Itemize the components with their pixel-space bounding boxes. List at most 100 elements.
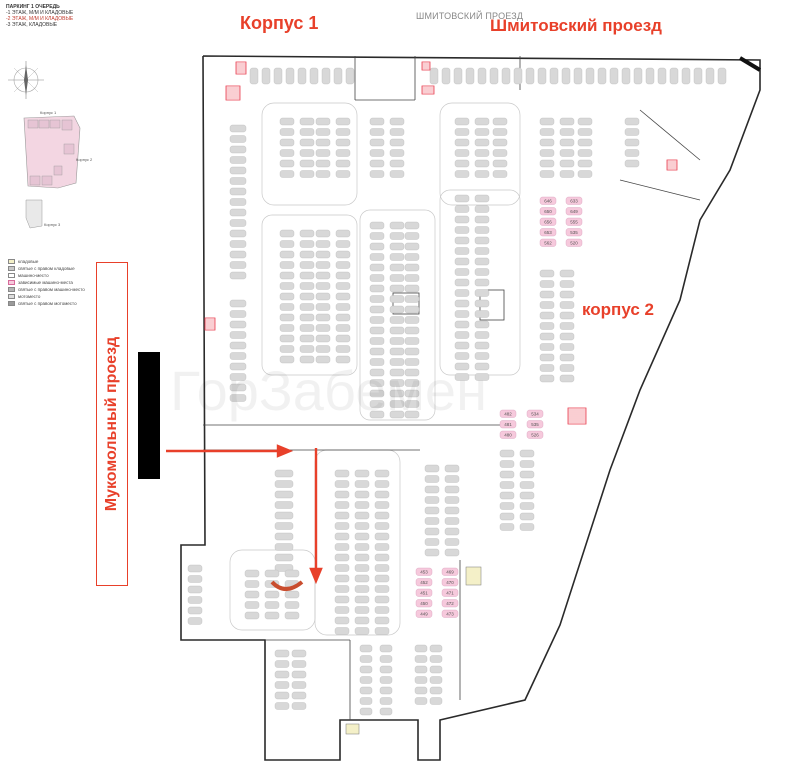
parking-spot: [404, 410, 420, 419]
dependent-parking-spot: [539, 196, 557, 205]
parking-spot: [441, 67, 451, 85]
mukomolny-street-box: [96, 262, 128, 586]
parking-spot: [354, 595, 370, 604]
legend-label: святые с правом кладовые: [18, 266, 75, 271]
parking-spot: [244, 569, 260, 578]
parking-spot: [453, 67, 463, 85]
parking-spot: [389, 253, 405, 261]
parking-spot: [624, 149, 640, 157]
parking-spot: [335, 229, 351, 238]
parking-spot: [444, 538, 460, 546]
dependent-parking-spot: [499, 420, 517, 429]
parking-spot: [359, 707, 373, 716]
parking-spot: [454, 352, 470, 360]
spot-number: 473: [446, 612, 454, 617]
parking-spot: [577, 170, 593, 178]
parking-spot: [279, 117, 295, 126]
parking-spot: [519, 502, 535, 510]
spot-number: 520: [570, 241, 578, 246]
parking-spot: [187, 606, 203, 615]
parking-spot: [577, 138, 593, 147]
parking-spot: [274, 649, 290, 658]
parking-spot: [404, 347, 420, 356]
parking-spot: [321, 67, 331, 85]
parking-spot: [274, 511, 294, 520]
parking-spot: [474, 149, 490, 157]
parking-spot: [187, 617, 203, 625]
parking-spot: [299, 303, 315, 311]
parking-spot: [404, 337, 420, 345]
outer-wall: [180, 55, 761, 761]
legend-label: святые с правом мотоместо: [18, 301, 77, 306]
spot-number: 449: [420, 612, 428, 617]
dependent-parking-spot: [539, 238, 557, 247]
parking-spot: [187, 596, 203, 604]
parking-spot: [299, 159, 315, 168]
parking-spot: [264, 611, 280, 620]
parking-spot: [374, 511, 390, 520]
parking-spot: [299, 313, 315, 322]
dependent-parking-spot: [441, 567, 459, 576]
parking-spot: [477, 67, 487, 85]
parking-spot: [279, 355, 295, 364]
parking-spot: [335, 117, 351, 126]
parking-spot: [374, 490, 390, 499]
parking-spot: [539, 159, 555, 168]
parking-spot: [334, 574, 350, 583]
parking-spot: [539, 290, 555, 299]
parking-spot: [274, 681, 290, 689]
parking-spot: [474, 194, 490, 203]
parking-spot: [474, 159, 490, 168]
parking-spot: [315, 345, 331, 353]
legend-item: кладовые: [8, 258, 108, 265]
parking-spot: [559, 159, 575, 168]
parking-spot: [444, 527, 460, 536]
parking-spot: [299, 261, 315, 269]
parking-spot: [454, 310, 470, 318]
parking-spot: [354, 564, 370, 572]
parking-spot: [315, 271, 331, 280]
parking-spot: [379, 707, 393, 716]
korpus2-title: корпус 2: [582, 300, 654, 319]
parking-spot: [315, 159, 331, 168]
parking-spot: [499, 491, 515, 500]
parking-spot: [334, 511, 350, 520]
parking-spot: [404, 316, 420, 324]
parking-spot: [369, 274, 385, 282]
parking-spot: [474, 373, 490, 381]
parking-spot: [525, 67, 535, 85]
parking-spot: [279, 303, 295, 311]
parking-spot: [369, 326, 385, 335]
parking-spot: [334, 480, 350, 488]
parking-spot: [334, 469, 350, 478]
parking-spot: [229, 362, 247, 371]
parking-spot: [264, 590, 280, 599]
storage-cell: [465, 566, 482, 586]
parking-spot: [334, 501, 350, 509]
parking-spot: [359, 655, 373, 663]
parking-spot: [539, 374, 555, 383]
parking-spot: [284, 601, 300, 609]
parking-spot: [559, 322, 575, 330]
parking-spot: [474, 289, 490, 297]
parking-spot: [369, 347, 385, 356]
parking-spot: [335, 149, 351, 157]
parking-spot: [424, 517, 440, 525]
parking-spot: [334, 543, 350, 551]
dependent-parking-spot: [539, 207, 557, 216]
parking-spot: [374, 543, 390, 551]
parking-spot: [229, 250, 247, 259]
legend-swatch: [8, 266, 15, 271]
driveway-loop: [359, 209, 436, 421]
parking-spot: [539, 332, 555, 341]
parking-spot: [404, 326, 420, 335]
parking-spot: [657, 67, 667, 85]
mini-korpus3-label: Корпус 3: [44, 222, 61, 227]
parking-spot: [229, 219, 247, 227]
parking-spot: [315, 282, 331, 290]
spot-number: 481: [504, 422, 512, 427]
parking-spot: [274, 501, 294, 509]
black-redaction-bar: [138, 352, 160, 479]
spot-number: 555: [570, 220, 578, 225]
parking-spot: [274, 691, 290, 700]
